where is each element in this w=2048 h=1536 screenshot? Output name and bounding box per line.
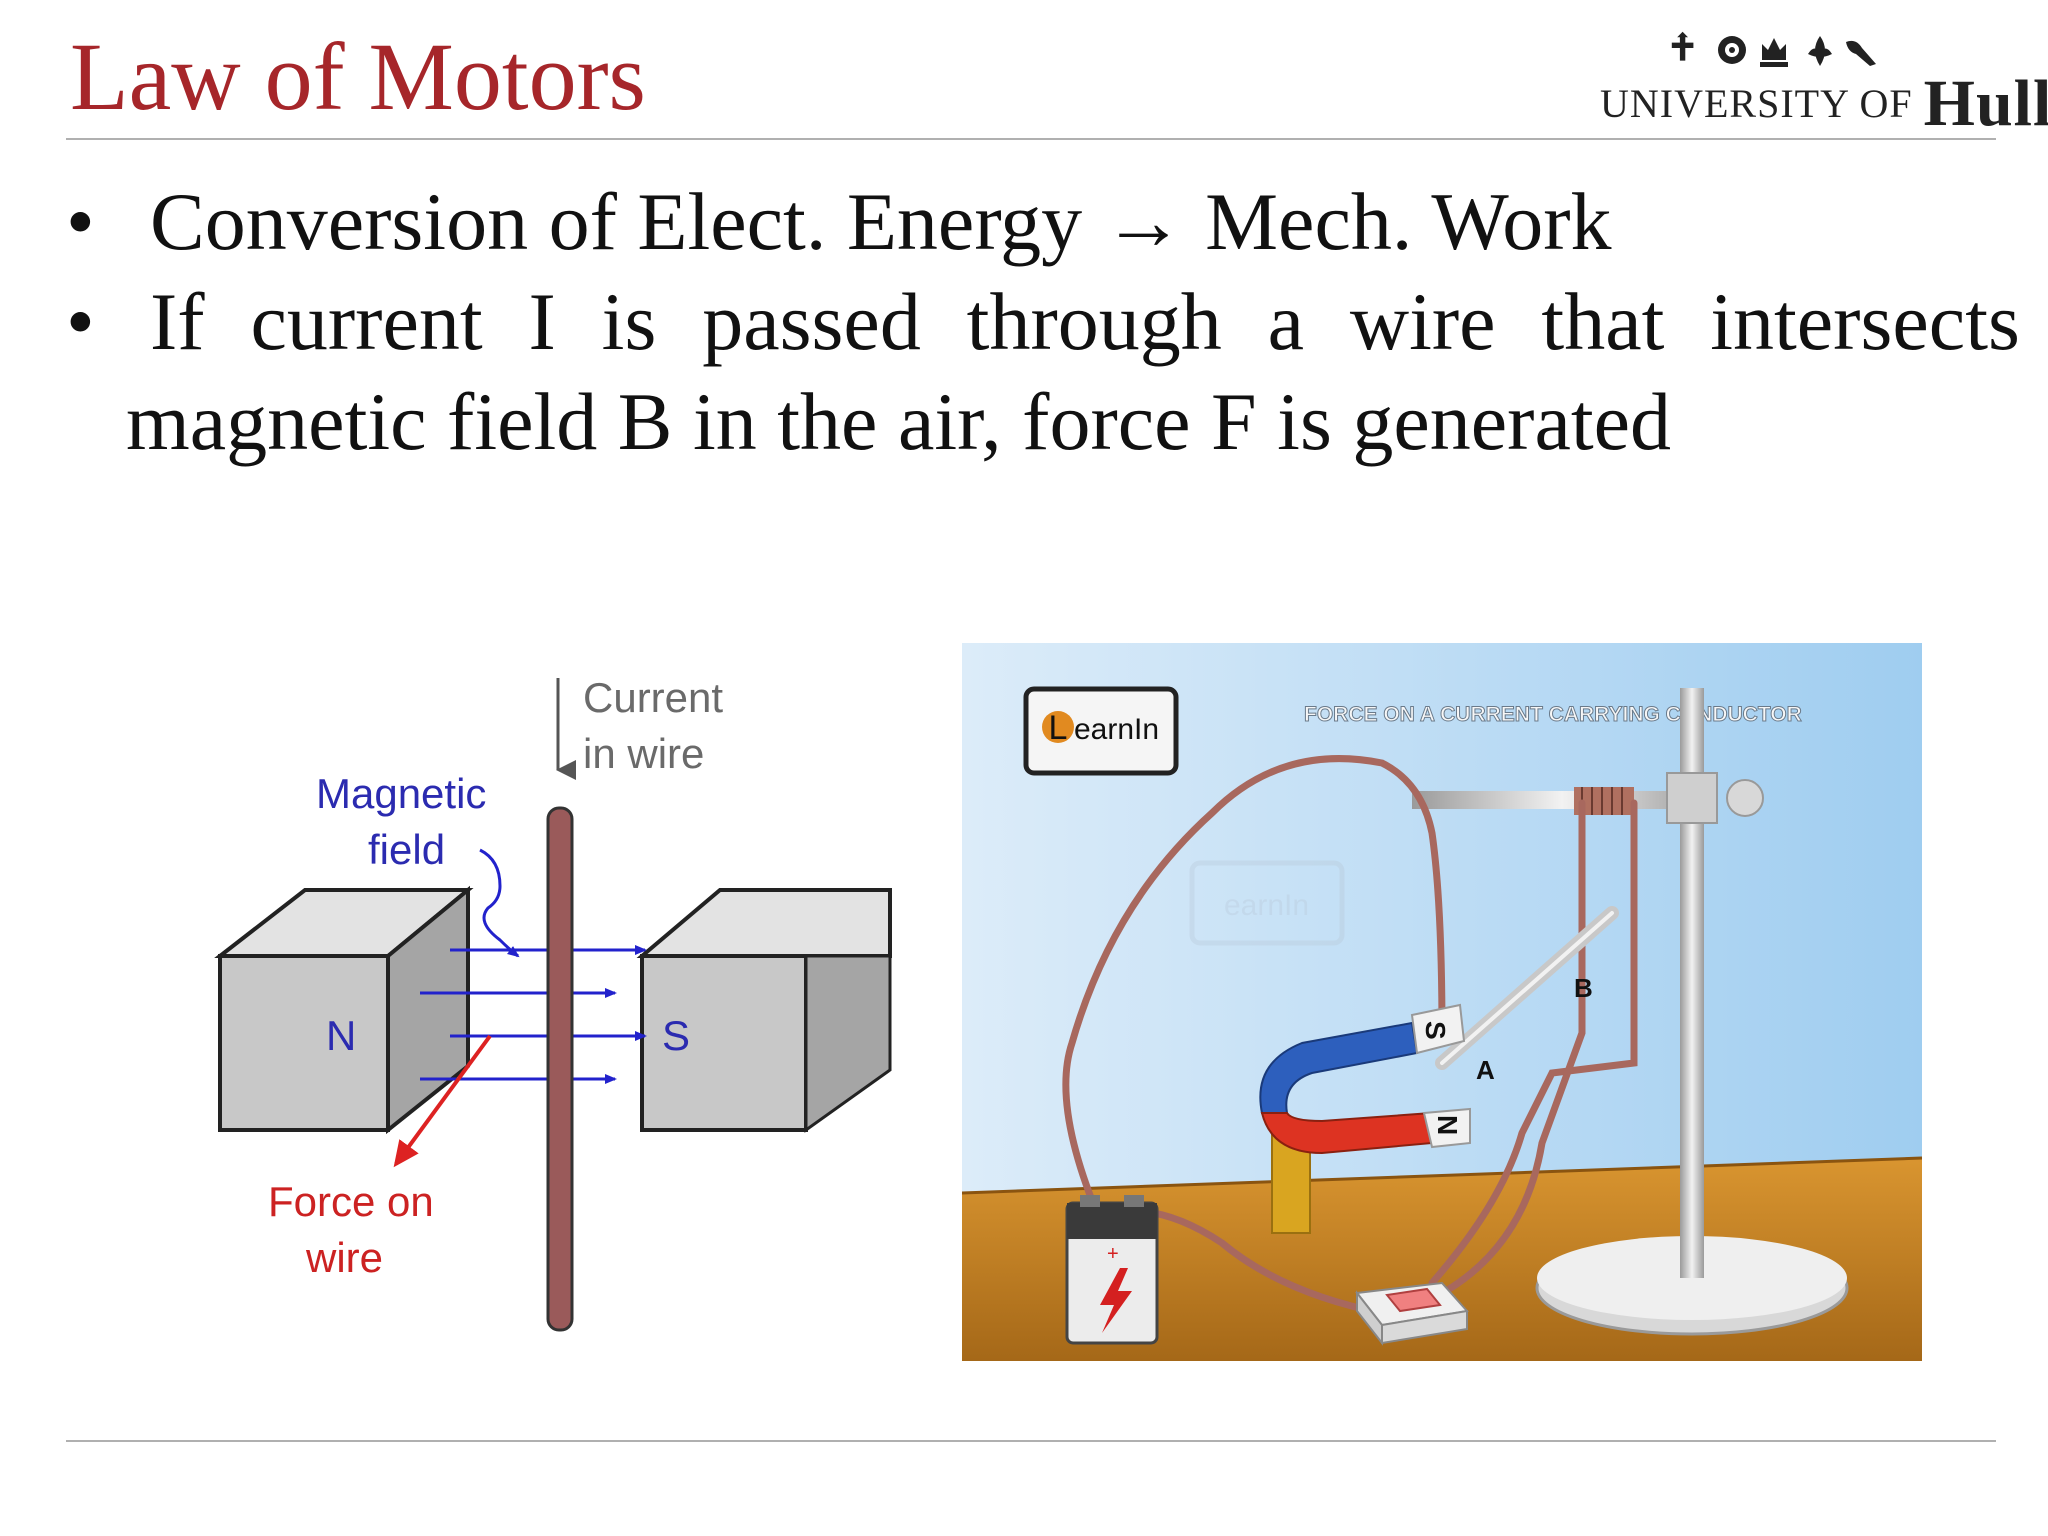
slide-title: Law of Motors [70, 23, 646, 130]
university-logo: UNIVERSITY OF Hull [1600, 30, 2048, 140]
force-label-line1: Force on [268, 1178, 434, 1225]
point-a-label: A [1476, 1055, 1495, 1085]
north-magnet-block [214, 885, 474, 1135]
bullet-word: that [1541, 276, 1665, 367]
university-wordmark: UNIVERSITY OF Hull [1600, 66, 2048, 142]
field-label-line2: field [368, 826, 445, 873]
learnin-logo-text: earnIn [1074, 713, 1159, 746]
circuit-switch [1355, 1281, 1469, 1346]
bullet-dot-icon: • [66, 176, 95, 267]
university-name: Hull [1923, 67, 2048, 140]
battery: + [1065, 1195, 1159, 1345]
university-crests-icon [1671, 31, 1876, 67]
bullet-continuation: magnetic field B in the air, force F is … [126, 376, 1672, 467]
point-b-label: B [1574, 973, 1593, 1003]
bullet-word: If [150, 276, 205, 367]
battery-plus-label: + [1107, 1243, 1119, 1265]
bullet-list: • Conversion of Elect. Energy → Mech. Wor… [66, 172, 2046, 472]
bullet-word: intersects [1710, 276, 2020, 367]
learnin-watermark-text: earnIn [1224, 889, 1309, 922]
force-direction-arrow [393, 1034, 492, 1168]
south-magnet-block [636, 888, 892, 1133]
learnin-watermark: earnIn [1189, 860, 1345, 946]
force-label-line2: wire [305, 1234, 383, 1281]
university-of-text: UNIVERSITY OF [1600, 81, 1913, 126]
north-pole-label: N [326, 1012, 356, 1059]
bullet-word: current [250, 276, 483, 367]
bullet-word: passed [702, 276, 921, 367]
south-pole-label: S [662, 1012, 690, 1059]
bullet-word: a [1267, 276, 1305, 367]
bullet-item: • Conversion of Elect. Energy → Mech. Wor… [66, 172, 2046, 272]
motor-force-diagram: Current in wire Magnetic field N S Force… [214, 674, 892, 1332]
experiment-heading: FORCE ON A CURRENT CARRYING CONDUCTOR [1304, 703, 1802, 726]
current-label-line2: in wire [583, 730, 704, 777]
field-label-line1: Magnetic [316, 770, 486, 817]
magnet-north-label: N [1432, 1115, 1463, 1135]
svg-text:L: L [1049, 709, 1068, 747]
current-wire [546, 806, 574, 1332]
current-label-line1: Current [583, 674, 723, 721]
conductor-experiment-illustration: L earnIn earnIn FORCE ON A CURRENT CARRY… [962, 643, 1922, 1361]
bullet-word: wire [1349, 276, 1496, 367]
bullet-word: through [966, 276, 1222, 367]
header-divider [66, 138, 1996, 140]
bullet-text: Conversion of Elect. Energy → Mech. Work [150, 176, 1612, 267]
horseshoe-magnet [1259, 1003, 1471, 1155]
field-pointer-arrow [479, 848, 520, 958]
bullet-word: I [528, 276, 556, 367]
bullet-dot-icon: • [66, 276, 95, 367]
learnin-logo: L earnIn [1023, 686, 1179, 776]
bullet-word: is [601, 276, 657, 367]
lightning-icon [1100, 1268, 1132, 1333]
footer-divider [66, 1440, 1996, 1442]
magnet-south-label: S [1420, 1021, 1451, 1040]
